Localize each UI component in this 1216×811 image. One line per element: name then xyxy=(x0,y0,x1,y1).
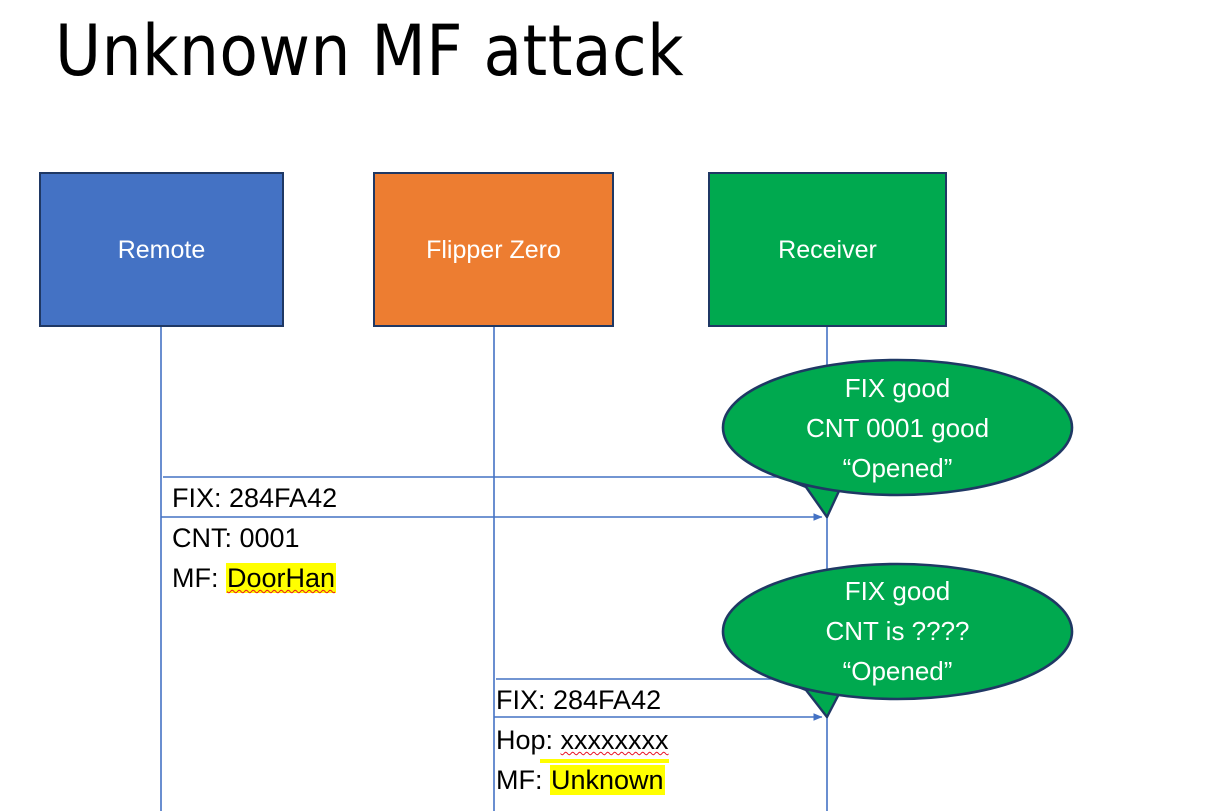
callout-2-line-1: FIX good xyxy=(844,576,951,606)
message-2-fix: FIX: 284FA42 xyxy=(496,685,662,715)
message-2-hop-row: Hop: xxxxxxxx xyxy=(496,720,669,763)
callout-2-line-2: CNT is ???? xyxy=(825,616,970,646)
message-1-label-above: FIX: 284FA42 xyxy=(172,478,337,518)
actor-label-receiver: Receiver xyxy=(778,235,877,264)
actor-box-remote[interactable]: Remote xyxy=(39,172,284,327)
callout-shape-1 xyxy=(721,358,1074,519)
callout-shape-2 xyxy=(721,562,1074,719)
callout-1-line-1: FIX good xyxy=(844,373,951,403)
actor-label-flipper-zero: Flipper Zero xyxy=(426,235,561,264)
callout-receiver-2: FIX good CNT is ???? “Opened” xyxy=(723,563,1072,699)
message-1-mf-prefix: MF: xyxy=(172,563,226,593)
message-2-hop-value: xxxxxxxx xyxy=(560,725,669,755)
message-1-mf-row: MF: DoorHan xyxy=(172,558,337,598)
message-2-label-below: Hop: xxxxxxxx MF: Unknown xyxy=(496,720,669,800)
callout-receiver-1: FIX good CNT 0001 good “Opened” xyxy=(723,360,1072,496)
message-2-mf-prefix: MF: xyxy=(496,765,550,795)
message-1-label-below: CNT: 0001 MF: DoorHan xyxy=(172,518,337,598)
message-1-mf-value: DoorHan xyxy=(226,563,337,593)
message-1-fix: FIX: 284FA42 xyxy=(172,483,338,513)
actor-box-flipper-zero[interactable]: Flipper Zero xyxy=(373,172,614,327)
page-title: Unknown MF attack xyxy=(55,10,685,92)
actor-label-remote: Remote xyxy=(117,235,206,264)
message-2-mf-value: Unknown xyxy=(550,765,665,795)
message-1-cnt: CNT: 0001 xyxy=(172,523,300,553)
message-2-mf-row: MF: Unknown xyxy=(496,760,669,800)
message-2-hop-prefix: Hop: xyxy=(496,725,561,755)
callout-1-line-2: CNT 0001 good xyxy=(805,413,990,443)
callout-1-line-3: “Opened” xyxy=(842,453,953,483)
message-2-label-above: FIX: 284FA42 xyxy=(496,680,661,720)
callout-2-line-3: “Opened” xyxy=(842,656,953,686)
actor-box-receiver[interactable]: Receiver xyxy=(708,172,947,327)
